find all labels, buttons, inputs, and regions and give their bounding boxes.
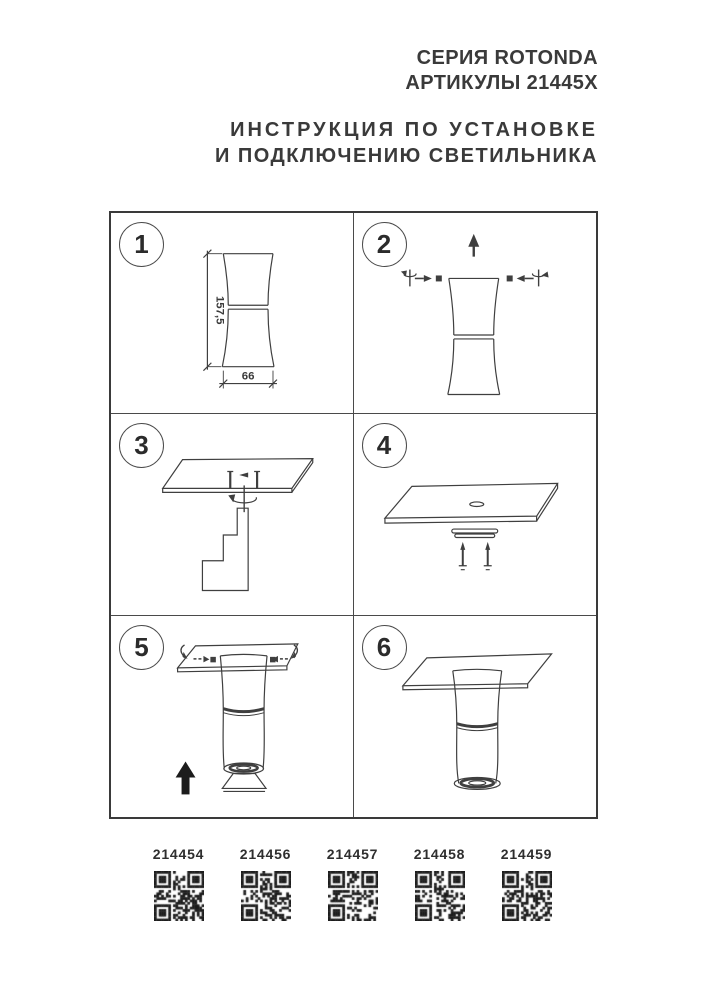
bulb-cone <box>221 772 268 792</box>
step-cell-5: 5 <box>111 615 354 817</box>
screw-icon <box>458 542 467 571</box>
article-item: 214456 <box>222 846 309 921</box>
right-screw-icon <box>506 269 549 287</box>
height-dimension-label: 157,5 <box>213 296 225 325</box>
step-cell-4: 4 <box>353 414 596 616</box>
push-up-arrow-icon <box>175 761 196 795</box>
step-number: 4 <box>376 430 392 461</box>
step-cell-2: 2 <box>353 213 596 415</box>
step-number-badge: 4 <box>361 423 407 469</box>
left-screw-icon <box>400 269 442 287</box>
step-number-badge: 2 <box>361 222 407 267</box>
mounting-strip <box>450 528 498 539</box>
width-dimension-label: 66 <box>242 371 255 383</box>
screw-icon <box>483 542 492 571</box>
up-arrow-icon <box>467 233 479 257</box>
article-code: 214454 <box>152 846 205 862</box>
step-number: 3 <box>134 430 149 461</box>
instruction-heading-line2: И ПОДКЛЮЧЕНИЮ СВЕТИЛЬНИКА <box>214 145 598 167</box>
steps-grid: 1 157,5 <box>109 211 598 819</box>
lamp-front-view <box>221 253 275 368</box>
qr-code <box>153 871 204 921</box>
page-header: СЕРИЯ ROTONDA АРТИКУЛЫ 21445X <box>405 46 598 96</box>
step-number: 2 <box>376 229 392 259</box>
step-cell-1: 1 157,5 <box>111 213 354 415</box>
article-code: 214459 <box>500 846 553 862</box>
step-cell-6: 6 <box>354 616 597 817</box>
step-number-badge: 1 <box>119 222 164 267</box>
qr-code <box>501 871 552 921</box>
step-bracket <box>201 507 249 592</box>
lamp-body <box>219 653 268 775</box>
ceiling-plate <box>161 458 314 494</box>
article-code: 214457 <box>326 846 379 862</box>
step-number: 6 <box>376 631 392 662</box>
step-4-diagram-plate-screws <box>383 483 559 571</box>
qr-code <box>327 871 378 921</box>
articles-qr-row: 214454 214456 214457 214458 214459 <box>135 846 570 921</box>
article-code: 214456 <box>239 846 292 862</box>
step-6-diagram-assembled <box>401 652 553 790</box>
step-2-diagram-unscrew <box>400 233 549 396</box>
article-code: 214458 <box>413 846 466 862</box>
lamp-front-view <box>446 277 500 396</box>
ceiling-plate <box>176 642 299 673</box>
ceiling-plate <box>383 483 559 525</box>
step-number-badge: 3 <box>119 423 164 469</box>
article-item: 214458 <box>396 846 483 921</box>
step-3-diagram-bracket-screws <box>161 458 314 592</box>
step-number-badge: 6 <box>361 624 407 670</box>
step-5-diagram-attach-body-insert-lamp <box>175 642 299 795</box>
article-item: 214459 <box>483 846 570 921</box>
series-title: СЕРИЯ ROTONDA <box>416 47 598 69</box>
mounting-pins <box>227 471 261 489</box>
step-number-badge: 5 <box>119 624 164 670</box>
step-number: 1 <box>134 229 149 259</box>
cable-hole <box>468 501 484 508</box>
step-1-diagram-lamp-dimensions: 157,5 66 <box>203 249 278 389</box>
width-dimension: 66 <box>218 371 278 389</box>
qr-code <box>414 871 465 921</box>
lamp-body <box>451 668 502 790</box>
ceiling-plate <box>401 652 553 691</box>
step-number: 5 <box>134 631 149 662</box>
article-item: 214454 <box>135 846 222 921</box>
qr-code <box>240 871 291 921</box>
height-dimension: 157,5 <box>203 249 225 372</box>
instruction-heading-line1: ИНСТРУКЦИЯ ПО УСТАНОВКЕ <box>230 119 598 141</box>
instruction-heading: ИНСТРУКЦИЯ ПО УСТАНОВКЕ И ПОДКЛЮЧЕНИЮ СВ… <box>215 117 598 169</box>
step-cell-3: 3 <box>111 414 354 616</box>
article-item: 214457 <box>309 846 396 921</box>
left-screw-icon <box>180 644 216 663</box>
articles-title: АРТИКУЛЫ 21445X <box>405 72 598 94</box>
right-screw-icon <box>270 644 299 663</box>
